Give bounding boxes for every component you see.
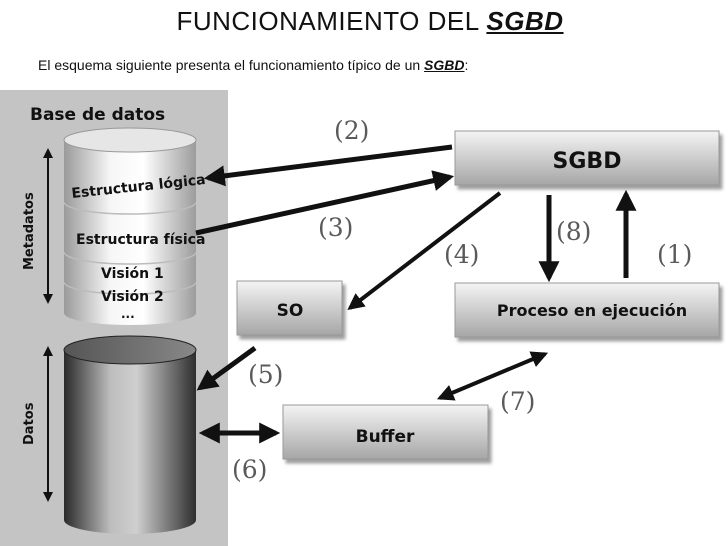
page-title: FUNCIONAMIENTO DEL SGBD [0, 6, 728, 37]
step-label-6: (6) [232, 455, 267, 484]
step-label-2: (2) [334, 116, 369, 145]
buffer-box-label: Buffer [356, 427, 415, 447]
more-views-label: ... [121, 307, 135, 321]
physical-structure-label: Estructura física [76, 232, 205, 248]
process-box-label: Proceso en ejecución [497, 301, 687, 320]
step-label-1: (1) [657, 240, 692, 269]
step-label-5: (5) [248, 360, 283, 389]
sgbd-box-label: SGBD [553, 149, 622, 174]
data-cylinder [63, 335, 197, 534]
so-box-label: SO [277, 301, 304, 321]
title-prefix: FUNCIONAMIENTO DEL [176, 6, 487, 36]
subtitle-suffix: : [464, 57, 469, 73]
arrow-2 [203, 144, 453, 187]
database-title: Base de datos [30, 105, 165, 125]
arrow-5 [196, 345, 257, 391]
arrow-7 [436, 351, 549, 401]
view-2-label: Visión 2 [101, 289, 164, 305]
subtitle-emphasis: SGBD [424, 57, 465, 73]
view-1-label: Visión 1 [101, 266, 164, 282]
sgbd-box [454, 130, 720, 186]
title-emphasis: SGBD [486, 6, 564, 36]
step-label-4: (4) [444, 240, 479, 269]
metadata-cylinder [63, 127, 197, 325]
subtitle-prefix: El esquema siguiente presenta el funcion… [38, 57, 425, 73]
metadata-side-label: Metadatos [22, 192, 37, 270]
page-subtitle: El esquema siguiente presenta el funcion… [38, 57, 468, 73]
process-box [454, 282, 720, 338]
step-label-7: (7) [500, 387, 535, 416]
step-label-8: (8) [556, 217, 591, 246]
so-box [236, 280, 343, 336]
arrow-4 [347, 191, 502, 311]
arrow-3 [195, 170, 455, 236]
step-label-3: (3) [318, 213, 353, 242]
data-side-label: Datos [22, 402, 37, 445]
buffer-box [282, 404, 489, 460]
